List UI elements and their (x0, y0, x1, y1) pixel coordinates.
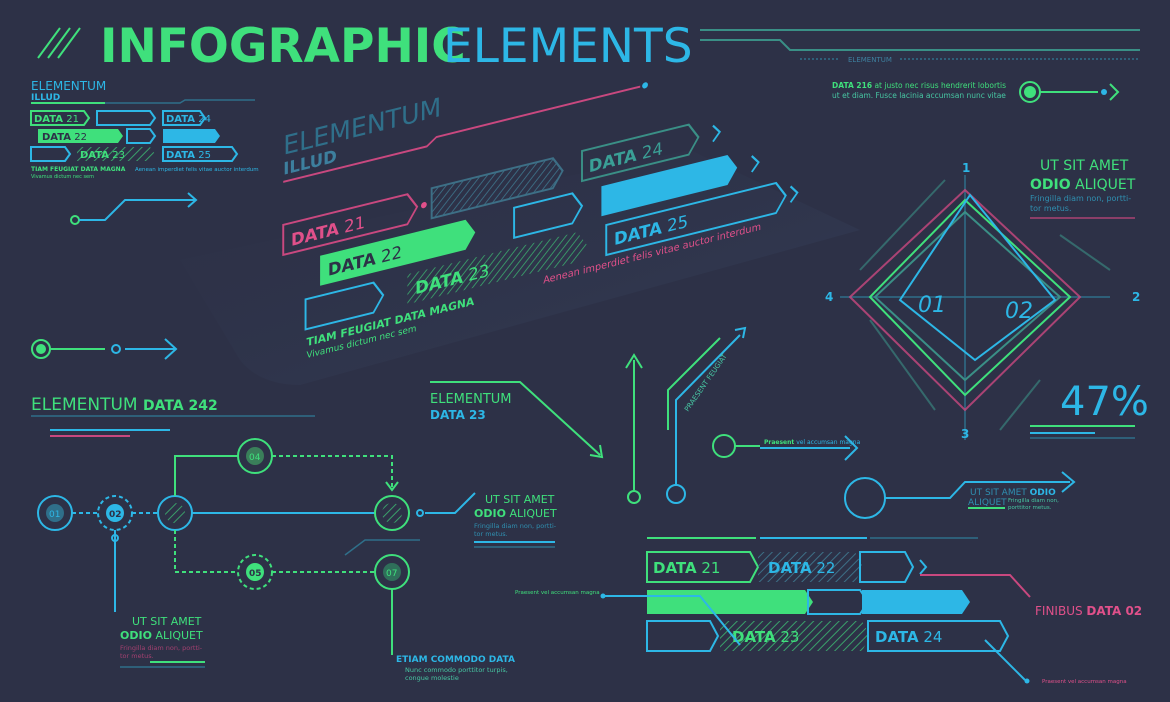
mini-panel: ELEMENTUM ILLUD DATA 21 DATA 24 DATA 22 … (30, 79, 259, 180)
svg-text:ETIAM COMMODO DATA: ETIAM COMMODO DATA (396, 655, 515, 665)
main-heading: ELEMENTUM (283, 93, 441, 162)
svg-text:PRAESENT FEUGIAT: PRAESENT FEUGIAT (683, 352, 729, 413)
svg-text:ut et diam. Fusce lacinia accu: ut et diam. Fusce lacinia accumsan nunc … (832, 91, 1006, 100)
mini-sub: ILLUD (31, 93, 60, 103)
svg-text:DATA 21: DATA 21 (653, 559, 720, 577)
svg-text:Praesent vel accumsan magna: Praesent vel accumsan magna (1042, 679, 1127, 685)
middle-elements: ELEMENTUM DATA 23 PRAESENT FEUGIAT Praes… (430, 326, 861, 504)
svg-text:DATA 21: DATA 21 (34, 114, 79, 125)
svg-text:01: 01 (49, 510, 60, 520)
svg-text:04: 04 (249, 453, 261, 463)
svg-text:ELEMENTUM: ELEMENTUM (430, 392, 512, 407)
svg-text:tor metus.: tor metus. (474, 530, 508, 538)
svg-text:ODIO ALIQUET: ODIO ALIQUET (120, 629, 203, 642)
radar-chart: 1 2 3 4 01 02 UT SIT AMET ODIO ALIQUET F… (825, 158, 1149, 441)
svg-text:ELEMENTUM DATA 242: ELEMENTUM DATA 242 (31, 395, 218, 415)
svg-text:Aenean imperdiet felis vitae a: Aenean imperdiet felis vitae auctor inte… (135, 167, 259, 173)
svg-text:DATA 25: DATA 25 (166, 150, 211, 161)
svg-text:07: 07 (386, 569, 397, 579)
data-bars: DATA 21 DATA 22 DATA 23 DATA 24 Praesent… (515, 537, 1142, 685)
svg-text:Fringilla diam non,: Fringilla diam non, (1008, 498, 1059, 504)
svg-text:4: 4 (825, 290, 833, 304)
svg-text:Fringilla diam non, portti-: Fringilla diam non, portti- (474, 522, 557, 530)
mini-heading: ELEMENTUM (31, 79, 106, 93)
svg-text:DATA 23: DATA 23 (80, 150, 125, 161)
svg-text:UT SIT AMET: UT SIT AMET (1040, 158, 1129, 174)
svg-text:UT SIT AMET ODIO: UT SIT AMET ODIO (970, 488, 1056, 498)
svg-text:tor metus.: tor metus. (1030, 204, 1072, 213)
arrow-decoration (31, 192, 198, 360)
svg-text:Praesent vel accumsan magna: Praesent vel accumsan magna (515, 590, 600, 596)
svg-text:ODIO ALIQUET: ODIO ALIQUET (1030, 177, 1136, 193)
svg-text:ODIO ALIQUET: ODIO ALIQUET (474, 507, 557, 520)
svg-text:FINIBUS DATA 02: FINIBUS DATA 02 (1035, 604, 1142, 618)
svg-text:Fringilla diam non, portti-: Fringilla diam non, portti- (1030, 194, 1131, 203)
title-word-1: INFOGRAPHIC (100, 19, 466, 74)
svg-text:05: 05 (249, 569, 262, 579)
svg-text:01: 01 (918, 293, 946, 318)
svg-text:02: 02 (109, 510, 122, 520)
svg-text:ALIQUET: ALIQUET (968, 498, 1007, 508)
svg-text:UT SIT AMET: UT SIT AMET (485, 493, 555, 506)
mini-caption: TIAM FEUGIAT DATA MAGNA (31, 166, 126, 173)
title-word-2: ELEMENTS (443, 19, 693, 74)
svg-text:DATA 216 at justo nec risus he: DATA 216 at justo nec risus hendrerit lo… (832, 81, 1006, 90)
svg-text:1: 1 (962, 161, 970, 175)
svg-text:congue molestie: congue molestie (405, 674, 459, 682)
svg-text:DATA 23: DATA 23 (430, 408, 486, 422)
svg-text:Praesent vel accumsan magna: Praesent vel accumsan magna (764, 439, 861, 446)
svg-text:ELEMENTUM: ELEMENTUM (848, 56, 892, 64)
svg-text:DATA 24: DATA 24 (166, 114, 211, 125)
svg-text:DATA 24: DATA 24 (875, 628, 942, 646)
svg-text:Vivamus dictum nec sem: Vivamus dictum nec sem (31, 174, 94, 180)
percent-value: 47% (1060, 379, 1149, 425)
svg-text:3: 3 (961, 427, 969, 441)
svg-text:DATA 22: DATA 22 (42, 132, 87, 143)
svg-text:02: 02 (1005, 299, 1033, 324)
flow-diagram: ELEMENTUM DATA 242 01 02 04 05 07 UT SIT… (31, 395, 557, 682)
title: INFOGRAPHIC ELEMENTS (37, 19, 1140, 74)
svg-text:2: 2 (1132, 290, 1140, 304)
circle-callout: UT SIT AMET ODIO ALIQUET Fringilla diam … (844, 471, 1076, 519)
svg-text:DATA 23: DATA 23 (732, 628, 799, 646)
top-right-info: ELEMENTUM DATA 216 at justo nec risus he… (800, 56, 1140, 103)
svg-text:Nunc commodo porttitor turpis,: Nunc commodo porttitor turpis, (405, 666, 508, 674)
svg-text:tor metus.: tor metus. (120, 652, 154, 660)
svg-text:UT SIT AMET: UT SIT AMET (132, 615, 202, 628)
svg-text:DATA 22: DATA 22 (768, 559, 835, 577)
svg-text:porttitor metus.: porttitor metus. (1008, 505, 1052, 511)
svg-text:Fringilla diam non, portti-: Fringilla diam non, portti- (120, 644, 203, 652)
